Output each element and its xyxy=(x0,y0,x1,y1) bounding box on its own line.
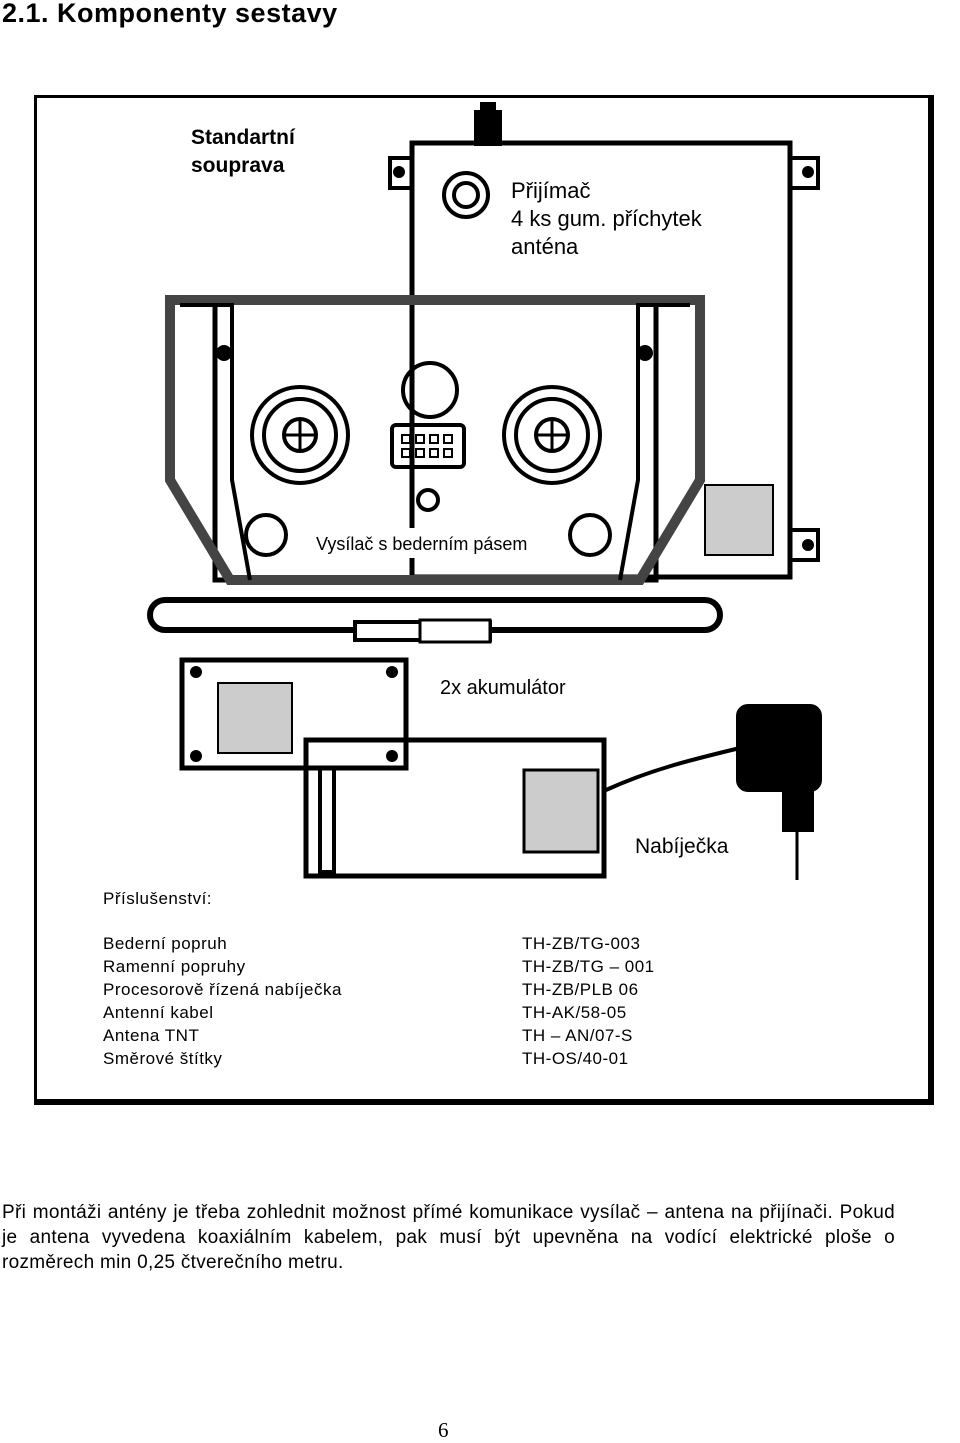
standard-kit-label-line2: souprava xyxy=(191,154,285,177)
accessory-code: TH-ZB/PLB 06 xyxy=(522,980,639,999)
accessory-name: Procesorově řízená nabíječka xyxy=(103,980,342,999)
page-number: 6 xyxy=(438,1418,449,1442)
receiver-label-line3: anténa xyxy=(511,234,579,259)
page-heading: 2.1. Komponenty sestavy xyxy=(2,0,338,28)
transmitter-illustration xyxy=(147,295,723,644)
receiver-label-line1: Přijímač xyxy=(511,178,591,203)
charger-illustration xyxy=(605,704,822,880)
accessory-name: Antenní kabel xyxy=(103,1003,214,1022)
receiver-label-line2: 4 ks gum. příchytek xyxy=(511,206,702,231)
accessory-code: TH-AK/58-05 xyxy=(522,1003,627,1022)
components-frame xyxy=(34,95,934,1105)
accessory-name: Antena TNT xyxy=(103,1026,200,1045)
transmitter-label: Vysílač s bederním pásem xyxy=(316,534,528,554)
accessory-name: Bederní popruh xyxy=(103,934,228,953)
accessory-code: TH-ZB/TG-003 xyxy=(522,934,641,953)
mounting-note-paragraph: Při montáži antény je třeba zohlednit mo… xyxy=(2,1202,895,1273)
charger-label: Nabíječka xyxy=(635,835,729,858)
accessory-name: Ramenní popruhy xyxy=(103,957,246,976)
battery-label: 2x akumulátor xyxy=(440,677,566,699)
accessories-title: Příslušenství: xyxy=(103,889,213,908)
accessory-code: TH-OS/40-01 xyxy=(522,1049,629,1068)
accessory-code: TH-ZB/TG – 001 xyxy=(522,957,655,976)
accessory-name: Směrové štítky xyxy=(103,1049,223,1068)
standard-kit-label-line1: Standartní xyxy=(191,126,295,149)
battery-illustration xyxy=(179,657,607,879)
accessory-code: TH – AN/07-S xyxy=(522,1026,633,1045)
